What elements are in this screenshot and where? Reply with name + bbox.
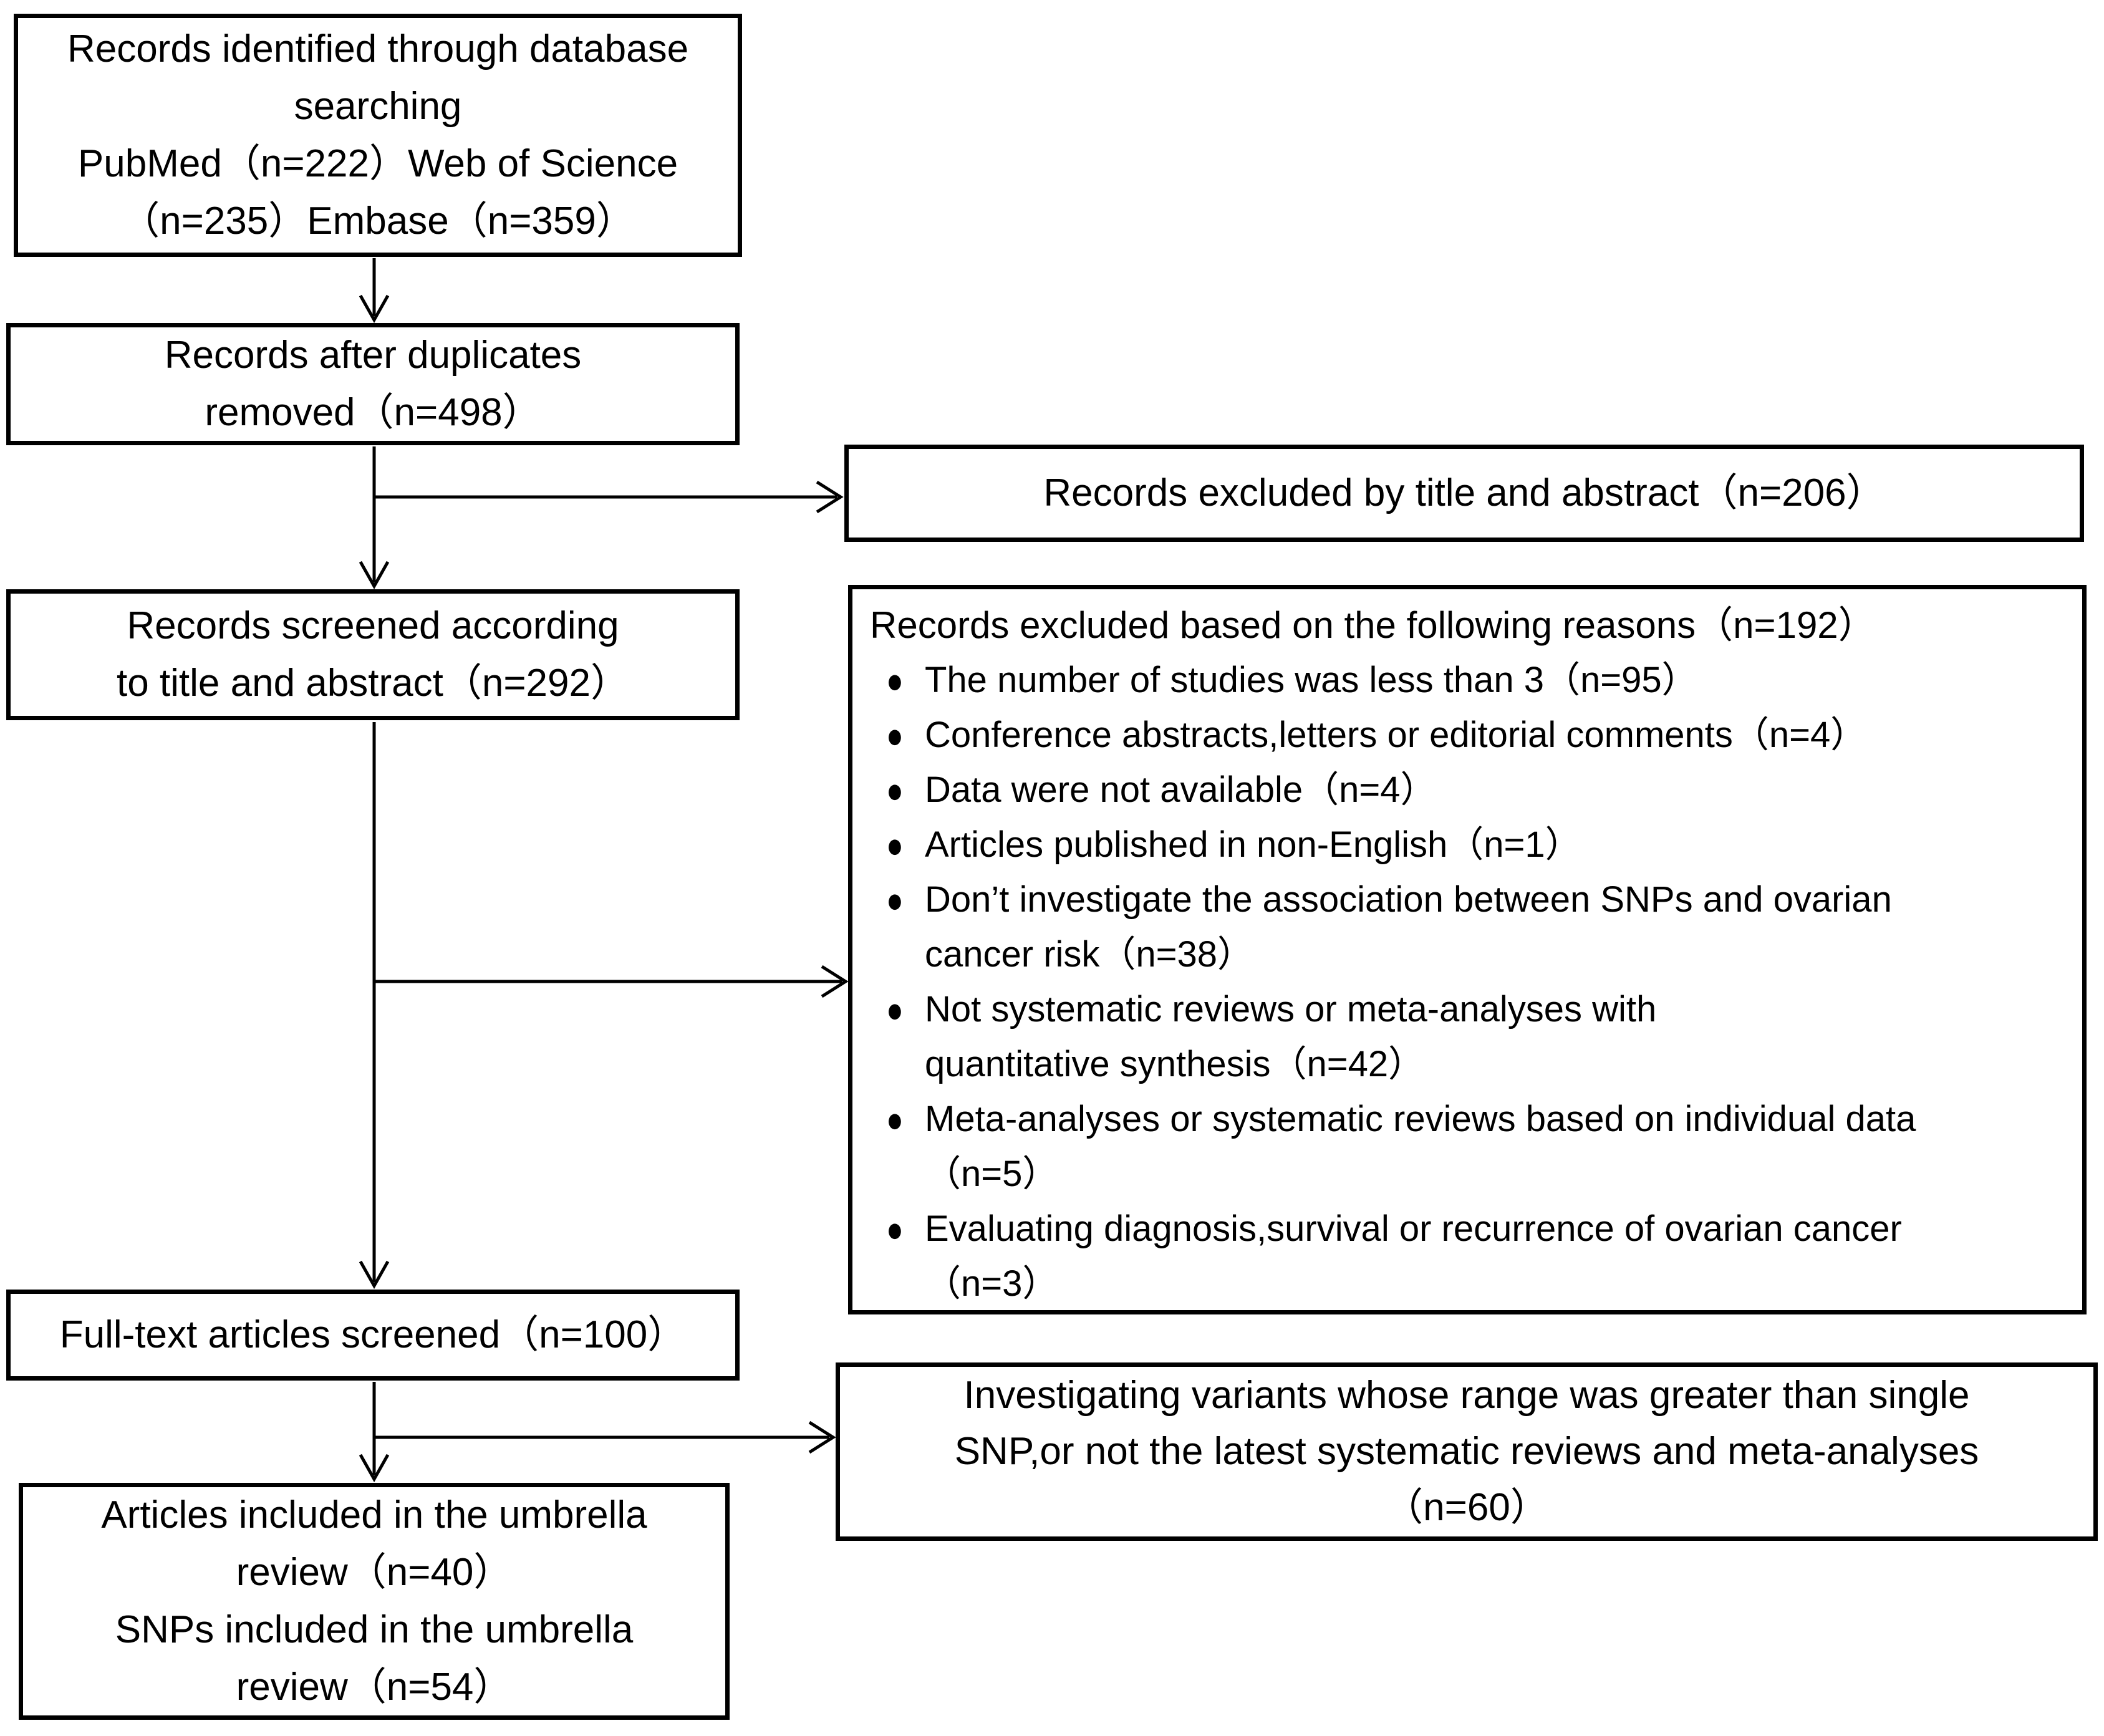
box-included-in-review: Articles included in the umbrella review… (19, 1483, 730, 1720)
box-fulltext-screened-line: Full-text articles screened（n=100） (59, 1313, 687, 1356)
bullet-icon: ● (886, 769, 904, 811)
exclusion-reason-item: ● Meta-analyses or systematic reviews ba… (870, 1092, 2076, 1202)
exclusion-reason-item: ● Conference abstracts,letters or editor… (870, 708, 2076, 763)
box-duplicates-removed-line: Records after duplicates (164, 334, 582, 377)
box-excluded-fulltext-line: Investigating variants whose range was g… (963, 1374, 1970, 1417)
exclusion-reason-text: （n=5） (925, 1154, 1059, 1194)
box-excluded-by-title-abstract-line: Records excluded by title and abstract（n… (1043, 471, 1885, 514)
exclusion-reason-text: quantitative synthesis（n=42） (925, 1044, 1425, 1084)
box-records-identified: Records identified through database sear… (14, 14, 742, 257)
arrow-identification-to-duplicates (359, 258, 390, 324)
box-records-identified-line: Records identified through database (67, 27, 689, 70)
exclusion-reason-text: Articles published in non-English（n=1） (925, 824, 1581, 865)
exclusion-reason-item: ● Articles published in non-English（n=1） (870, 817, 2076, 872)
box-records-identified-line: searching (294, 85, 462, 128)
exclusion-reason-item: ● The number of studies was less than 3（… (870, 653, 2076, 708)
box-duplicates-removed: Records after duplicates removed（n=498） (6, 323, 740, 445)
exclusion-reason-item: ● Data were not available（n=4） (870, 763, 2076, 817)
box-exclusion-reasons: Records excluded based on the following … (848, 585, 2087, 1314)
exclusion-reason-text: Meta-analyses or systematic reviews base… (925, 1099, 1916, 1139)
box-included-in-review-line: review（n=40） (236, 1551, 513, 1594)
box-excluded-by-title-abstract: Records excluded by title and abstract（n… (844, 445, 2084, 542)
box-records-identified-line: （n=235）Embase（n=359） (121, 200, 635, 243)
exclusion-reason-text: Conference abstracts,letters or editoria… (925, 715, 1867, 755)
bullet-icon: ● (886, 879, 904, 920)
box-records-screened-line: to title and abstract（n=292） (117, 662, 629, 705)
bullet-icon: ● (886, 989, 904, 1030)
arrow-fulltext-to-included (359, 1382, 836, 1483)
exclusion-reason-item: ● Evaluating diagnosis,survival or recur… (870, 1202, 2076, 1310)
exclusion-reason-text: Data were not available（n=4） (925, 769, 1437, 810)
box-fulltext-screened: Full-text articles screened（n=100） (6, 1290, 740, 1381)
exclusion-reason-text: The number of studies was less than 3（n=… (925, 660, 1698, 700)
bullet-icon: ● (886, 715, 904, 756)
box-included-in-review-line: review（n=54） (236, 1666, 513, 1709)
box-excluded-fulltext-line: SNP,or not the latest systematic reviews… (954, 1430, 1979, 1473)
bullet-icon: ● (886, 660, 904, 701)
bullet-icon: ● (886, 1208, 904, 1250)
exclusion-reason-text: Evaluating diagnosis,survival or recurre… (925, 1208, 1902, 1249)
box-exclusion-reasons-title: Records excluded based on the following … (870, 604, 1876, 646)
exclusion-reason-item: ● Not systematic reviews or meta-analyse… (870, 982, 2076, 1092)
exclusion-reason-text: Don’t investigate the association betwee… (925, 879, 1892, 920)
box-excluded-fulltext-line: （n=60） (1384, 1486, 1549, 1529)
bullet-icon: ● (886, 1099, 904, 1140)
arrow-screened-to-fulltext (359, 722, 849, 1290)
box-duplicates-removed-line: removed（n=498） (205, 391, 541, 434)
arrow-duplicates-to-screened (359, 446, 844, 590)
box-records-identified-line: PubMed（n=222）Web of Science (77, 142, 678, 185)
box-excluded-fulltext: Investigating variants whose range was g… (836, 1362, 2098, 1541)
box-records-screened-line: Records screened according (127, 604, 619, 647)
exclusion-reason-item: ● Don’t investigate the association betw… (870, 872, 2076, 982)
exclusion-reason-text: cancer risk（n=38） (925, 934, 1254, 975)
box-included-in-review-line: Articles included in the umbrella (101, 1493, 647, 1536)
exclusion-reason-text: （n=3） (925, 1263, 1059, 1304)
box-records-screened: Records screened according to title and … (6, 589, 740, 720)
bullet-icon: ● (886, 824, 904, 866)
exclusion-reason-text: Not systematic reviews or meta-analyses … (925, 989, 1657, 1030)
box-included-in-review-line: SNPs included in the umbrella (115, 1608, 634, 1651)
